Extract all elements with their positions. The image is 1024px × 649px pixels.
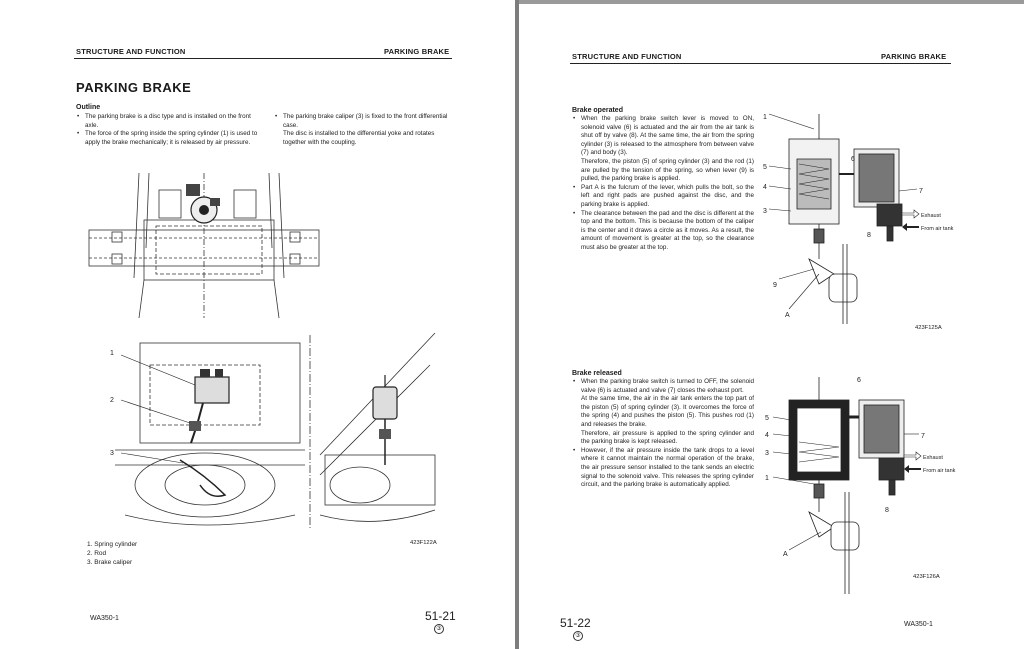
header-rule [570,63,951,64]
header-topic-title: PARKING BRAKE [384,47,450,56]
header-rule [74,58,452,59]
exhaust-arrow-icon [903,451,922,461]
footer-model: WA350-1 [90,615,119,622]
callout-2: 2 [110,397,114,404]
brake-released-heading: Brake released [572,370,622,377]
figure-id: 423F125A [915,325,942,331]
paragraph: At the same time, the air in the air tan… [581,395,754,428]
from-air-tank-arrow-icon [902,223,919,231]
bullet: When the parking brake switch lever is m… [572,115,754,184]
outline-bullet-text: The disc is installed to the differentia… [283,130,435,146]
bullet: However, if the air pressure inside the … [572,447,754,490]
revision-mark: ③ [434,624,444,634]
brake-operated-text: When the parking brake switch lever is m… [572,115,754,253]
brake-operated-diagram: 1 5 4 3 6 7 8 9 A Exhaust From air tank [763,113,954,324]
parking-brake-top-view-diagram [88,172,320,318]
right-page: STRUCTURE AND FUNCTION PARKING BRAKE Bra… [519,0,1024,649]
callout-5: 5 [765,415,769,422]
page-title: PARKING BRAKE [76,80,192,95]
outline-bullet: The force of the spring inside the sprin… [76,130,258,147]
callout-a: A [785,312,790,319]
parking-brake-side-view-diagram: 1 2 3 [110,332,436,530]
callout-3: 3 [110,450,114,457]
footer-model: WA350-1 [904,621,933,628]
paragraph: When the parking brake switch is turned … [581,378,754,394]
callout-3: 3 [765,450,769,457]
callout-1: 1 [763,114,767,121]
exhaust-arrow-icon [901,209,920,219]
outline-heading: Outline [76,104,101,111]
outline-bullets-col2: The parking brake caliper (3) is fixed t… [274,113,456,147]
callout-7: 7 [919,188,923,195]
callout-a: A [783,551,788,558]
paragraph: Therefore, air pressure is applied to th… [581,429,754,446]
paragraph: Therefore, the piston (5) of spring cyli… [581,157,754,183]
header-topic-title: PARKING BRAKE [881,52,947,61]
from-air-tank-label: From air tank [923,468,956,474]
legend-item: 3. Brake caliper [87,559,133,566]
brake-released-diagram: 6 5 4 3 1 7 8 A Exhaust From air tank [765,377,956,594]
callout-4: 4 [765,432,769,439]
bullet: The clearance between the pad and the di… [572,210,754,253]
left-page: STRUCTURE AND FUNCTION PARKING BRAKE PAR… [0,0,515,649]
figure-legend: 1. Spring cylinder 2. Rod 3. Brake calip… [87,540,137,567]
revision-mark: ③ [573,631,583,641]
outline-bullet: The parking brake caliper (3) is fixed t… [274,113,456,147]
callout-6: 6 [851,156,855,163]
figure-id: 423F126A [913,574,940,580]
callout-8: 8 [867,232,871,239]
exhaust-label: Exhaust [923,455,943,461]
callout-3: 3 [763,208,767,215]
brake-released-text: When the parking brake switch is turned … [572,378,754,490]
from-air-tank-arrow-icon [904,465,921,473]
figure-id: 423F122A [410,540,437,546]
callout-1: 1 [110,350,114,357]
outline-bullet-text: The parking brake caliper (3) is fixed t… [283,113,448,129]
callout-4: 4 [763,184,767,191]
paragraph: When the parking brake switch lever is m… [581,115,754,157]
callout-9: 9 [773,282,777,289]
header-section-title: STRUCTURE AND FUNCTION [76,47,186,56]
page-number: 51-21 [425,609,456,623]
callout-7: 7 [921,433,925,440]
legend-item: 2. Rod [87,550,107,557]
legend-item: 1. Spring cylinder [87,541,138,548]
bullet: When the parking brake switch is turned … [572,378,754,447]
bullet: Part A is the fulcrum of the lever, whic… [572,184,754,210]
page-number: 51-22 [560,616,591,630]
callout-1: 1 [765,475,769,482]
header-section-title: STRUCTURE AND FUNCTION [572,52,682,61]
callout-8: 8 [885,507,889,514]
exhaust-label: Exhaust [921,213,941,219]
callout-5: 5 [763,164,767,171]
from-air-tank-label: From air tank [921,226,954,232]
brake-operated-heading: Brake operated [572,107,623,114]
callout-6: 6 [857,377,861,384]
outline-bullets-col1: The parking brake is a disc type and is … [76,113,258,147]
outline-bullet: The parking brake is a disc type and is … [76,113,258,130]
